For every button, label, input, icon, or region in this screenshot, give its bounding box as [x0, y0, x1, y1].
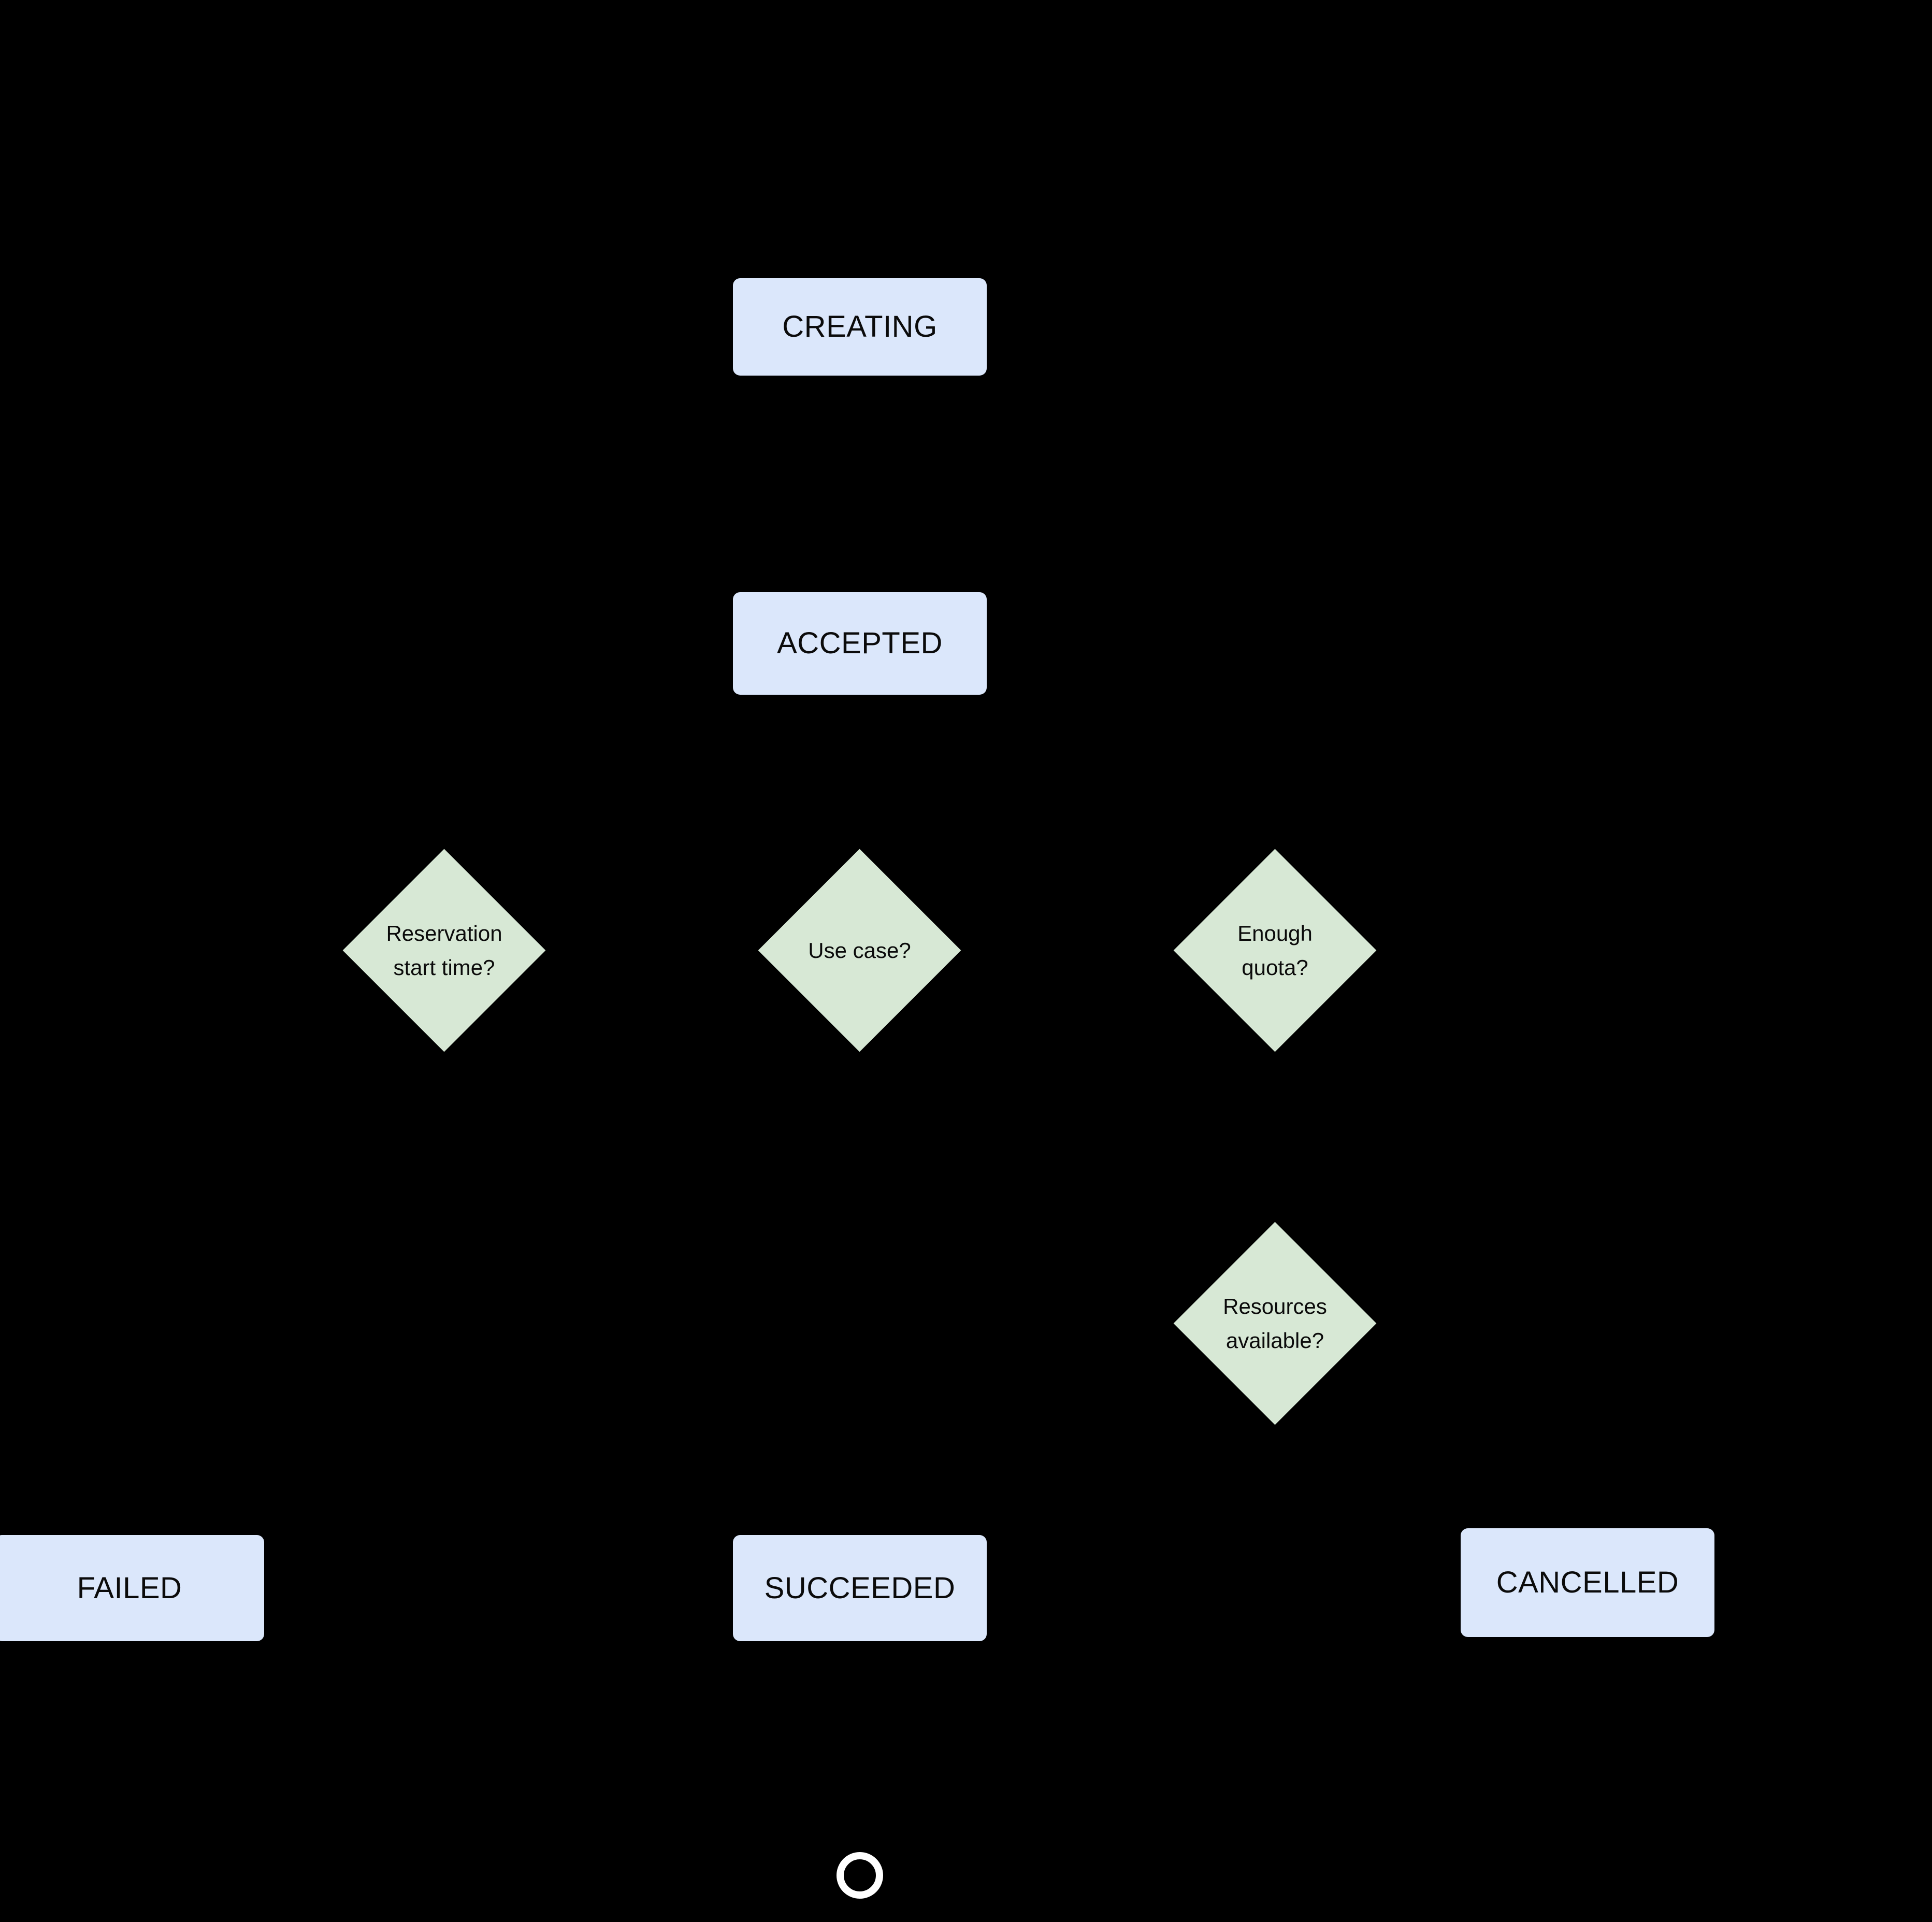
decision-node-use-case[interactable]: Use case? [758, 849, 961, 1052]
edge-accepted-reservation [431, 695, 862, 811]
decision-node-enough-quota[interactable]: Enough quota? [1173, 849, 1377, 1052]
decision-node-resources-available[interactable]: Resources available? [1173, 1222, 1377, 1425]
terminal-end-node[interactable] [837, 1852, 883, 1899]
state-node-creating-label: CREATING [782, 310, 938, 344]
edge-reservation-failed [116, 1094, 446, 1539]
state-node-succeeded[interactable]: SUCCEEDED [733, 1535, 987, 1641]
edge-accepted-quota [858, 695, 1289, 811]
state-node-creating[interactable]: CREATING [733, 278, 987, 376]
edge-resources-cancelled [1273, 1467, 1601, 1532]
state-node-accepted-label: ACCEPTED [777, 626, 943, 661]
state-node-succeeded-label: SUCCEEDED [764, 1571, 956, 1605]
state-node-cancelled-label: CANCELLED [1496, 1566, 1679, 1600]
decision-node-enough-quota-label: Enough quota? [1237, 921, 1313, 980]
state-node-cancelled[interactable]: CANCELLED [1461, 1528, 1714, 1637]
decision-node-resources-available-label: Resources available? [1223, 1294, 1327, 1353]
state-node-failed-label: FAILED [77, 1571, 182, 1605]
decision-node-use-case-label: Use case? [808, 938, 911, 963]
decision-node-reservation-start-time-label: Reservation start time? [386, 921, 502, 980]
state-node-accepted[interactable]: ACCEPTED [733, 592, 987, 695]
state-node-failed[interactable]: FAILED [0, 1535, 264, 1641]
decision-node-reservation-start-time[interactable]: Reservation start time? [342, 849, 546, 1052]
